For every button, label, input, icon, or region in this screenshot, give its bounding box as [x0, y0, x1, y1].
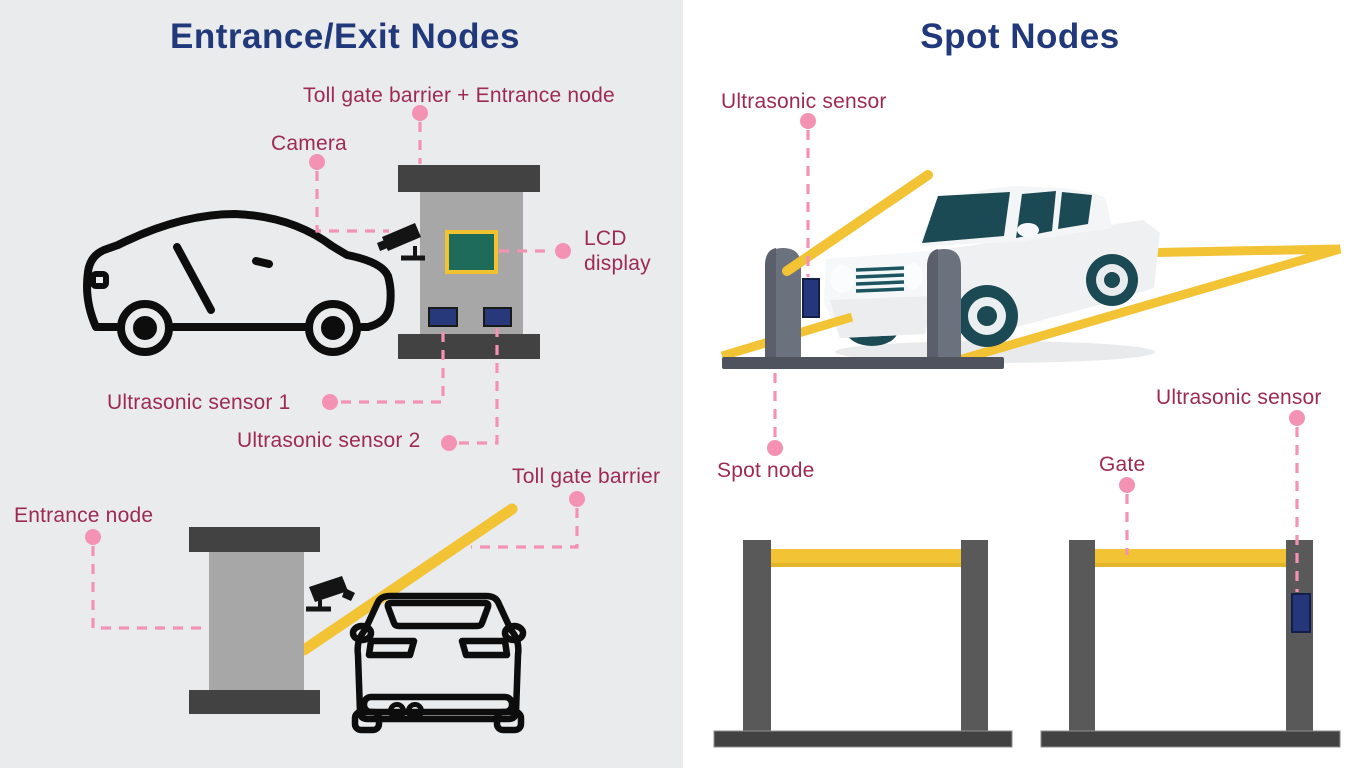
label-toll-gate-entrance-node: Toll gate barrier + Entrance node [303, 84, 615, 107]
label-lcd-display: LCD display [584, 227, 651, 276]
label-ultrasonic-sensor-top: Ultrasonic sensor [721, 90, 887, 113]
entrance-exit-title: Entrance/Exit Nodes [170, 17, 520, 56]
label-spot-node: Spot node [717, 459, 815, 482]
label-ultrasonic-sensor-bottom: Ultrasonic sensor [1156, 386, 1322, 409]
label-ultrasonic-sensor-2: Ultrasonic sensor 2 [237, 429, 421, 452]
label-camera: Camera [271, 132, 347, 155]
spot-nodes-title: Spot Nodes [920, 17, 1120, 56]
label-toll-gate-barrier: Toll gate barrier [512, 465, 661, 488]
label-ultrasonic-sensor-1: Ultrasonic sensor 1 [107, 391, 291, 414]
label-entrance-node: Entrance node [14, 504, 154, 527]
entrance-exit-panel [0, 0, 683, 768]
spot-nodes-panel [683, 0, 1359, 768]
label-gate: Gate [1099, 453, 1146, 476]
